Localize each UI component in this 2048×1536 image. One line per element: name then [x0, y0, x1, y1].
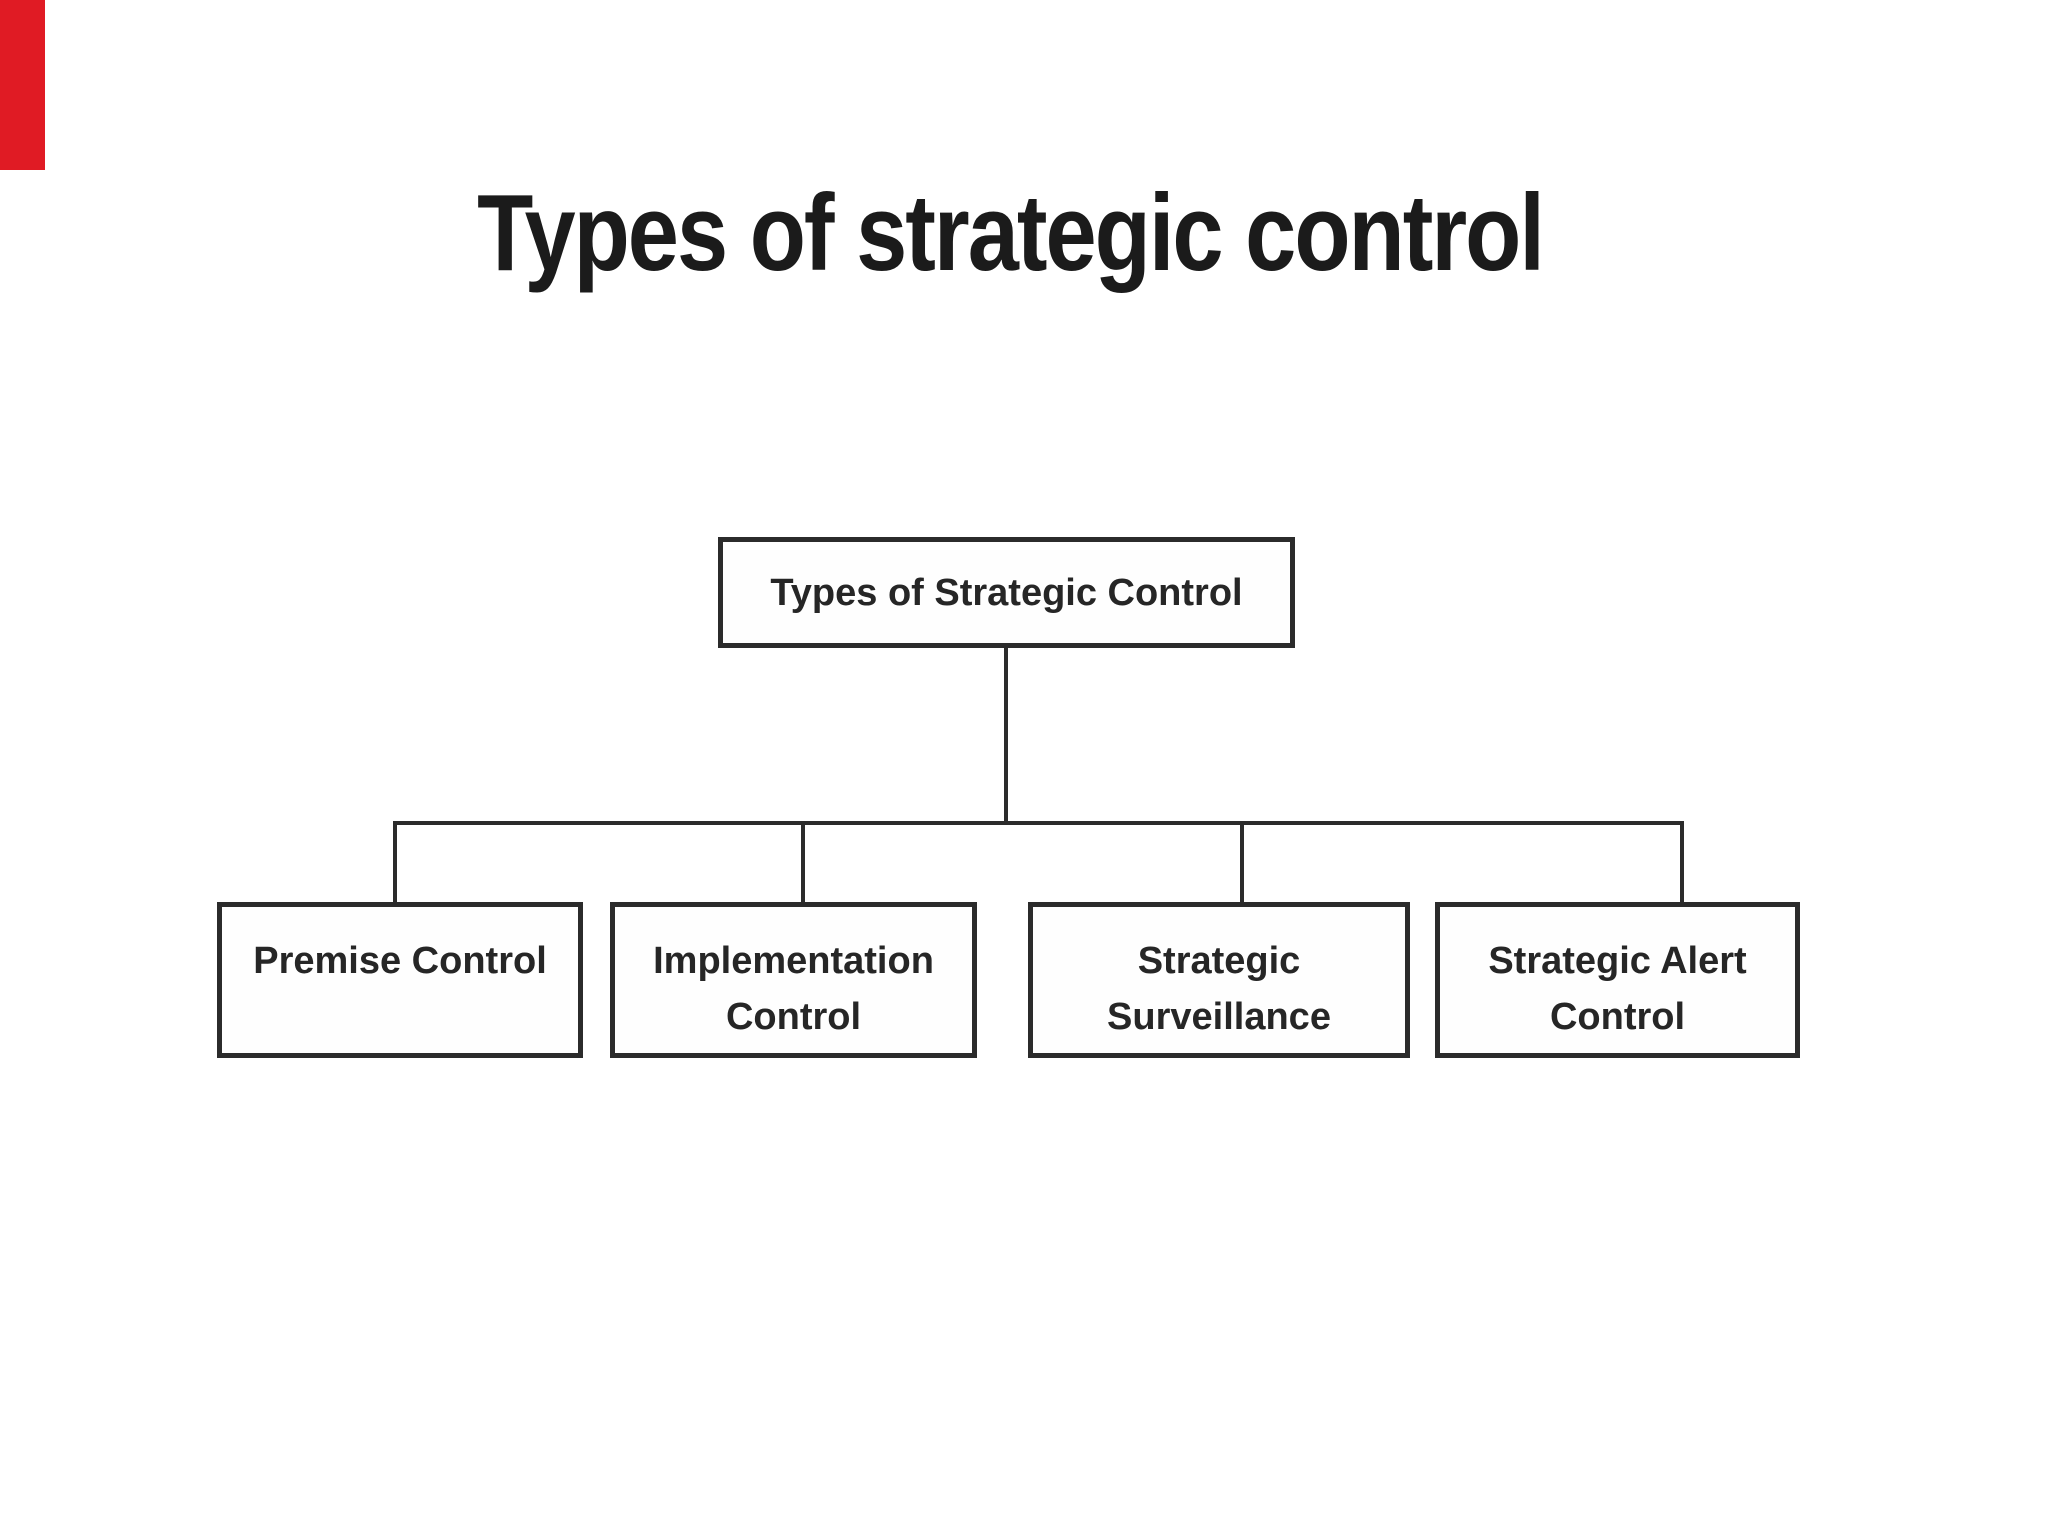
diagram-node-premise-control: Premise Control — [217, 902, 583, 1058]
connector-horizontal — [393, 821, 1684, 825]
connector-drop-implementation — [801, 821, 805, 904]
node-label-line: Control — [1549, 996, 1686, 1038]
diagram-node-implementation-control: Implementation Control — [610, 902, 977, 1058]
connector-drop-alert — [1680, 821, 1684, 904]
connector-stem — [1004, 648, 1008, 821]
node-label-line: Implementation — [653, 940, 934, 982]
connector-drop-surveillance — [1240, 821, 1244, 904]
diagram-node-root: Types of Strategic Control — [718, 537, 1295, 648]
node-label-line: Premise Control — [253, 940, 547, 982]
diagram-node-strategic-alert-control: Strategic Alert Control — [1435, 902, 1800, 1058]
node-label-line: Strategic Alert — [1488, 940, 1747, 982]
slide-title: Types of strategic control — [477, 173, 1545, 294]
node-label-line: Control — [725, 996, 862, 1038]
node-label-line: Strategic — [1137, 940, 1301, 982]
connector-drop-premise — [393, 821, 397, 904]
diagram-node-strategic-surveillance: Strategic Surveillance — [1028, 902, 1410, 1058]
red-edge-bar — [0, 0, 45, 170]
node-label-line: Surveillance — [1107, 996, 1331, 1038]
node-label: Types of Strategic Control — [770, 571, 1243, 614]
